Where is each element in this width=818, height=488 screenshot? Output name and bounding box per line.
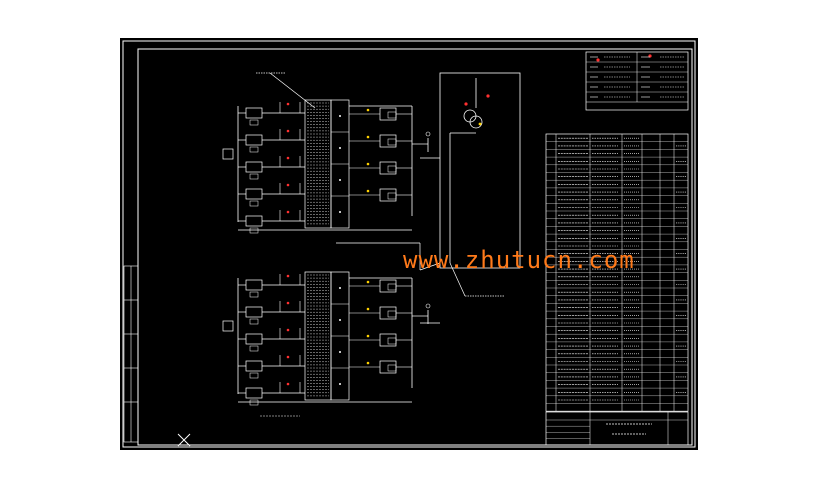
lower-panel-circuit (222, 271, 431, 417)
inner-frame (137, 48, 693, 446)
outer-frame (122, 40, 696, 448)
symbol-legend-table (585, 51, 689, 111)
transformer-cabinet (420, 72, 521, 324)
leader-labels (256, 72, 505, 297)
equipment-list-table (545, 133, 689, 412)
crosshair-icon (177, 433, 191, 447)
title-block (545, 411, 689, 446)
binding-strip (123, 265, 139, 443)
transformer-markers (464, 94, 490, 126)
cad-drawing-canvas[interactable]: www.zhutucn.com (120, 38, 698, 450)
electrical-schematic (122, 40, 696, 448)
upper-panel-circuit (222, 99, 441, 271)
